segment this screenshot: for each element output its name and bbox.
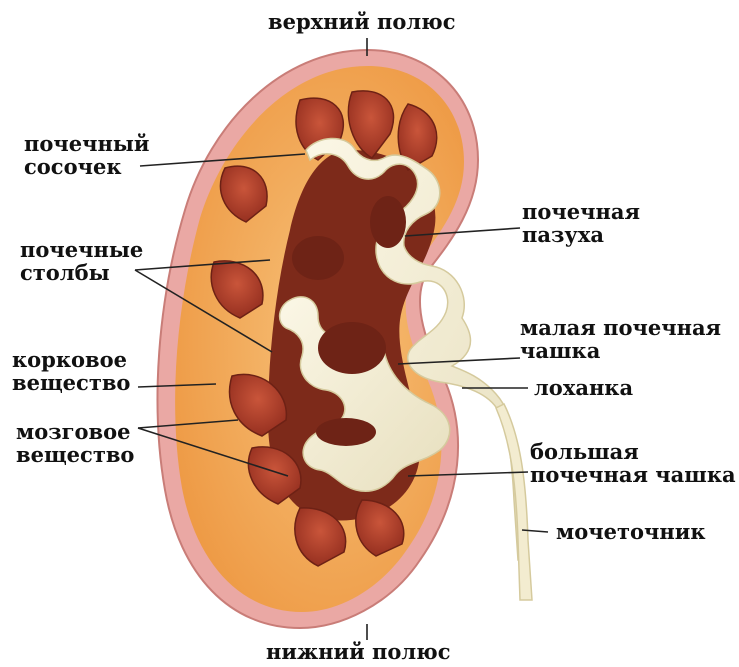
label-minor-calyx: малая почечная чашка [520,316,721,362]
label-renal-columns: почечные столбы [20,238,143,284]
label-lower-pole: нижний полюс [266,640,451,663]
label-renal-papilla: почечный сосочек [24,132,149,178]
label-medulla: мозговое вещество [16,420,134,466]
label-upper-pole: верхний полюс [268,10,456,33]
label-renal-sinus: почечная пазуха [522,200,640,246]
label-ureter: мочеточник [556,520,705,543]
label-renal-pelvis: лоханка [534,376,633,399]
label-cortex: корковое вещество [12,348,130,394]
label-major-calyx: большая почечная чашка [530,440,736,486]
